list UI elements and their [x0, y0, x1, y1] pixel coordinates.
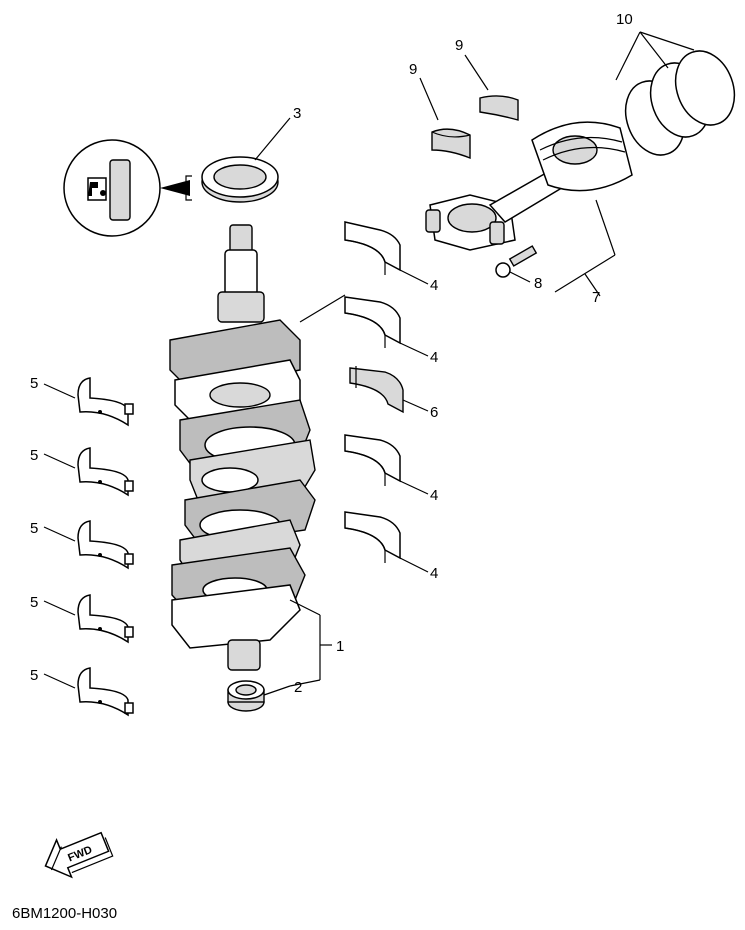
- callout-3: 3: [293, 105, 301, 122]
- main-bearing-part-5-d: [43, 594, 134, 644]
- piston-conrod-part-7: [425, 121, 633, 297]
- thrust-bearing-part-6: [349, 366, 429, 414]
- main-bearing-part-4-d: [344, 511, 429, 573]
- callout-4-b: 4: [430, 349, 438, 366]
- callout-5-b: 5: [30, 447, 38, 464]
- main-bearing-part-4-a: [344, 221, 429, 285]
- callout-4-c: 4: [430, 487, 438, 504]
- crankshaft-part-1: [169, 224, 346, 680]
- main-bearing-part-5-a: [43, 377, 134, 427]
- main-bearing-part-4-c: [344, 434, 429, 495]
- callout-2: 2: [294, 679, 302, 696]
- bushing-part-2: [227, 679, 321, 712]
- callout-9-a: 9: [409, 61, 417, 78]
- seal-detail-inset: [63, 139, 192, 237]
- main-bearing-part-5-c: [43, 520, 134, 570]
- callout-1: 1: [336, 638, 344, 655]
- callout-9-b: 9: [455, 37, 463, 54]
- conrod-bolt-part-8: [495, 245, 538, 283]
- forward-direction-arrow: FWD: [44, 831, 114, 879]
- callout-5-a: 5: [30, 375, 38, 392]
- callout-5-c: 5: [30, 520, 38, 537]
- piston-rings-part-10: [615, 31, 736, 156]
- conrod-bearing-part-9-right: [464, 54, 519, 121]
- oil-seal-part-3: [201, 117, 291, 203]
- main-bearing-part-5-e: [43, 667, 134, 717]
- callout-6: 6: [430, 404, 438, 421]
- callout-5-d: 5: [30, 594, 38, 611]
- main-bearing-part-4-b: [344, 296, 429, 357]
- main-bearing-part-5-b: [43, 447, 134, 497]
- callout-7: 7: [592, 289, 600, 306]
- callout-4-d: 4: [430, 565, 438, 582]
- callout-5-e: 5: [30, 667, 38, 684]
- drawing-code: 6BM1200-H030: [12, 905, 117, 922]
- callout-8: 8: [534, 275, 542, 292]
- conrod-bearing-part-9-left: [419, 77, 471, 160]
- callout-4-a: 4: [430, 277, 438, 294]
- callout-10: 10: [616, 11, 633, 28]
